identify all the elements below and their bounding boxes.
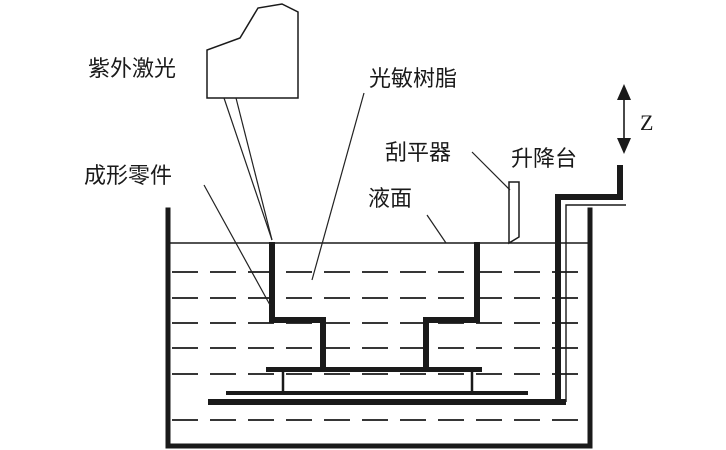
leader-formed-part xyxy=(203,184,271,306)
leader-scraper xyxy=(471,151,511,191)
label-liquid-surface: 液面 xyxy=(368,187,412,212)
resin-dashed-lines xyxy=(172,271,588,421)
label-lift-platform: 升降台 xyxy=(511,147,577,172)
label-formed-part: 成形零件 xyxy=(84,164,172,189)
laser-beam-right xyxy=(235,97,273,241)
leader-liquid-surface xyxy=(426,214,447,244)
laser-head xyxy=(206,3,299,99)
tank-wall xyxy=(165,207,593,449)
label-uv-laser: 紫外激光 xyxy=(88,57,176,82)
lift-platform-base xyxy=(208,399,566,405)
z-axis-label: Z xyxy=(640,110,653,135)
scraper xyxy=(508,181,520,245)
lift-arm xyxy=(555,165,623,402)
part-support-plate xyxy=(266,367,482,372)
label-scraper: 刮平器 xyxy=(385,141,451,166)
formed-part-shape xyxy=(269,242,480,368)
lift-platform-plate xyxy=(226,391,528,395)
laser-beam-left xyxy=(223,97,273,241)
leader-resin xyxy=(311,92,365,281)
label-resin: 光敏树脂 xyxy=(369,67,457,92)
z-axis-arrow xyxy=(617,84,631,154)
